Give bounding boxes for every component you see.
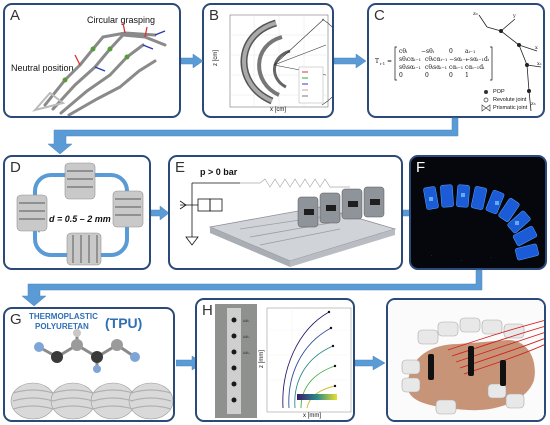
panel-b-label: B xyxy=(209,7,220,24)
actuator-photo-and-trajectory-plot: ΔΦ₁ ΔΦ₂ ΔΦ₃ xyxy=(215,304,352,418)
soft-exoskeleton-glove-photo xyxy=(388,300,544,420)
svg-text:−sαᵢ₋₁dᵢ: −sαᵢ₋₁dᵢ xyxy=(465,56,490,63)
svg-text:sθᵢsαᵢ₋₁: sθᵢsαᵢ₋₁ xyxy=(399,64,421,71)
svg-text:i-1: i-1 xyxy=(380,61,385,66)
svg-text:aᵢ₋₁: aᵢ₋₁ xyxy=(465,48,475,55)
svg-text:·: · xyxy=(491,255,492,260)
hand-skeleton-illustration xyxy=(32,22,167,116)
svg-text:x₁: x₁ xyxy=(537,61,542,67)
wall-thickness-label: d = 0.5 – 2 mm xyxy=(49,214,111,224)
svg-text:1: 1 xyxy=(465,72,469,79)
panel-a-label: A xyxy=(10,7,21,24)
arrow-h-to-i xyxy=(355,355,386,371)
arrow-d-to-e xyxy=(151,205,170,221)
panel-h-label: H xyxy=(202,302,213,319)
tpu-abbreviation: (TPU) xyxy=(105,315,143,331)
svg-text:ΔΦ₁: ΔΦ₁ xyxy=(243,319,250,323)
arrow-a-to-b xyxy=(181,53,204,69)
svg-text:0: 0 xyxy=(425,72,429,79)
panel-c-label: C xyxy=(374,7,385,24)
circular-grasping-label: Circular grasping xyxy=(87,15,156,25)
svg-text:0: 0 xyxy=(449,72,453,79)
panel-f: F · · · xyxy=(409,155,547,270)
pneumatic-actuator-illustration xyxy=(179,178,397,267)
svg-text:·: · xyxy=(461,258,462,263)
svg-text:ΔΦ₂: ΔΦ₂ xyxy=(243,335,250,339)
panel-b: B x [cm] z [cm] xyxy=(202,3,334,118)
svg-text:cαᵢ₋₁: cαᵢ₋₁ xyxy=(449,64,463,71)
legend-revolute-joint: Revolute joint xyxy=(493,97,527,103)
svg-text:z₀: z₀ xyxy=(473,11,478,17)
svg-text:y: y xyxy=(512,13,516,19)
panel-h: H ΔΦ₁ ΔΦ₂ ΔΦ₃ x [mm] z [mm] xyxy=(195,298,355,422)
arrow-c-to-d xyxy=(47,117,459,154)
svg-text:x: x xyxy=(535,45,538,51)
panel-b-xlabel: x [cm] xyxy=(270,107,286,113)
panel-i: I xyxy=(386,298,546,422)
tpu-title-line2: POLYURETAN xyxy=(35,322,89,331)
panel-h-ylabel: z [mm] xyxy=(259,350,265,368)
panel-e-label: E xyxy=(175,159,186,176)
svg-text:−sαᵢ₋₁: −sαᵢ₋₁ xyxy=(449,56,468,63)
panel-b-ylabel: z [cm] xyxy=(213,50,219,66)
svg-text:cαᵢ₋₁dᵢ: cαᵢ₋₁dᵢ xyxy=(465,64,485,71)
arrow-f-to-g xyxy=(21,269,483,306)
svg-text:z₃: z₃ xyxy=(531,101,536,107)
panel-e: E p > 0 bar xyxy=(168,155,403,270)
pressure-label: p > 0 bar xyxy=(200,167,238,177)
panel-g: G THERMOPLASTIC POLYURETAN (TPU) xyxy=(3,307,175,422)
svg-text:·: · xyxy=(431,253,432,258)
svg-text:cθᵢ: cθᵢ xyxy=(399,48,408,55)
svg-text:sθᵢcαᵢ₋₁: sθᵢcαᵢ₋₁ xyxy=(399,56,421,63)
svg-text:=: = xyxy=(387,58,392,65)
tpu-molecule-and-actuators xyxy=(10,329,173,420)
panel-d: D d = 0.5 – 2 mm xyxy=(3,155,151,270)
svg-text:−sθᵢ: −sθᵢ xyxy=(421,48,435,55)
panel-f-label: F xyxy=(416,159,426,176)
finger-trajectory-plot xyxy=(229,14,332,108)
panel-g-label: G xyxy=(10,311,22,328)
actuator-cycle-illustration xyxy=(16,162,144,266)
svg-text:cθᵢcαᵢ₋₁: cθᵢcαᵢ₋₁ xyxy=(425,56,447,63)
legend-prismatic-joint: Prismatic joint xyxy=(493,105,528,111)
arrow-b-to-c xyxy=(334,53,367,69)
svg-text:0: 0 xyxy=(399,72,403,79)
tpu-title-line1: THERMOPLASTIC xyxy=(29,312,98,321)
panel-h-xlabel: x [mm] xyxy=(303,413,321,419)
panel-d-label: D xyxy=(10,159,21,176)
panel-a: A Circular grasping Neutral position xyxy=(3,3,181,118)
svg-text:ΔΦ₃: ΔΦ₃ xyxy=(243,351,250,355)
svg-text:0: 0 xyxy=(449,48,453,55)
legend-pop: POP xyxy=(493,89,505,95)
svg-text:T: T xyxy=(375,58,379,65)
svg-text:cθᵢsαᵢ₋₁: cθᵢsαᵢ₋₁ xyxy=(425,64,447,71)
fem-simulation-illustration: · · · xyxy=(423,184,539,263)
neutral-position-label: Neutral position xyxy=(11,63,74,73)
